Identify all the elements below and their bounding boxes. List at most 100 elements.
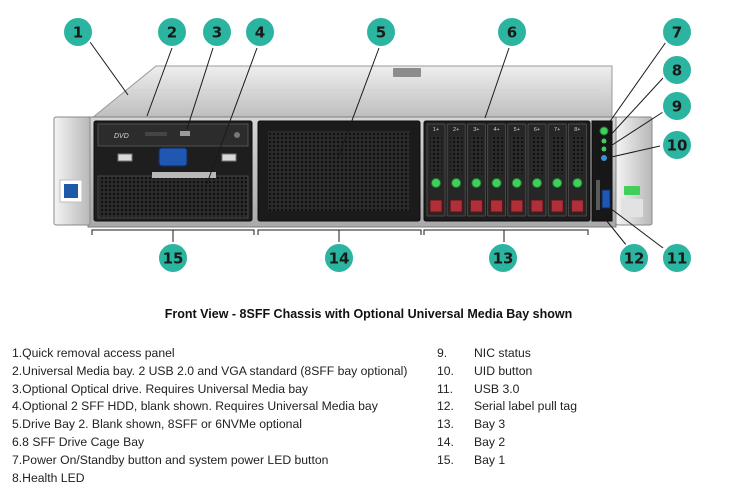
callout-circle: [618, 242, 650, 274]
sff-drive-slot[interactable]: 5+: [507, 123, 527, 217]
usb2-port-right: [221, 153, 237, 162]
sff-drive-slot[interactable]: 8+: [567, 123, 587, 217]
drive-mesh: [571, 136, 584, 174]
sff-drive-slot[interactable]: 2+: [446, 123, 466, 217]
callout-11: 11: [661, 242, 693, 274]
callout-number: 12: [624, 250, 645, 268]
legend-text: Bay 1: [474, 452, 506, 467]
callout-13: 13: [487, 242, 519, 274]
legend-number: 6.: [12, 434, 23, 449]
legend-item: 4.Optional 2 SFF HDD, blank shown. Requi…: [12, 398, 432, 416]
sff-drive-slot[interactable]: 4+: [487, 123, 507, 217]
callout-number: 14: [329, 250, 350, 268]
callout-number: 13: [493, 250, 514, 268]
legend-text: UID button: [474, 363, 533, 378]
drive-release-button[interactable]: [530, 199, 544, 213]
callout-number: 7: [672, 24, 682, 42]
callout-circle: [661, 90, 693, 122]
drive-status-led: [552, 178, 563, 188]
drive-mesh: [510, 136, 523, 174]
callout-circle: [365, 16, 397, 48]
drive-bay-number: 6+: [534, 127, 540, 133]
drive-mesh: [450, 136, 463, 174]
vga-port: [158, 147, 188, 167]
callout-circle: [62, 16, 94, 48]
callout-circle: [487, 242, 519, 274]
callout-circle: [156, 16, 188, 48]
optical-drive-dvd-label: DVD: [114, 133, 129, 140]
nic-status-led: [601, 146, 607, 152]
drive-release-button[interactable]: [429, 199, 443, 213]
usb3-port[interactable]: [601, 189, 611, 209]
drive-release-button[interactable]: [550, 199, 564, 213]
callout-6: 6: [496, 16, 528, 48]
legend-item: 9.NIC status: [437, 345, 737, 363]
callout-circle: [157, 242, 189, 274]
legend-text: Drive Bay 2. Blank shown, 8SFF or 6NVMe …: [22, 417, 302, 432]
drive-release-button[interactable]: [570, 199, 584, 213]
serial-label-pull-tag[interactable]: [596, 180, 600, 210]
legend-text: Bay 3: [474, 417, 506, 432]
drive-bay-number: 5+: [514, 127, 520, 133]
drive-bay-number: 7+: [554, 127, 560, 133]
drive-release-button[interactable]: [449, 199, 463, 213]
callout-number: 4: [255, 24, 265, 42]
drive-mesh: [490, 136, 503, 174]
legend-number: 8.: [12, 470, 23, 485]
legend-text: USB 3.0: [474, 381, 520, 396]
drive-status-led: [431, 178, 441, 188]
drive-release-button[interactable]: [469, 199, 483, 213]
callout-number: 2: [167, 24, 177, 42]
legend-text: Bay 2: [474, 434, 506, 449]
legend-item: 1.Quick removal access panel: [12, 345, 432, 363]
legend-number: 2.: [12, 363, 23, 378]
sff-drive-slot[interactable]: 6+: [527, 123, 547, 217]
legend-text: NIC status: [474, 346, 531, 360]
callout-9: 9: [661, 90, 693, 122]
legend-text: Quick removal access panel: [22, 346, 175, 360]
sff-drive-slot[interactable]: 7+: [547, 123, 567, 217]
drive-status-led: [471, 178, 482, 188]
usb2-port-left: [117, 153, 133, 162]
legend-text: Serial label pull tag: [474, 399, 577, 414]
drive-mesh: [531, 136, 543, 174]
uid-button[interactable]: [601, 155, 607, 161]
right-ear-hpe-badge: [624, 186, 640, 195]
callout-number: 15: [163, 250, 184, 268]
sff-hdd-blank: [97, 175, 249, 219]
drive-mesh: [430, 136, 442, 174]
legend-number: 5.: [12, 417, 23, 432]
sff-drive-slots: 1+2+ 3+ 4+ 5+ 6+ 7+ 8+: [426, 123, 587, 217]
legend-item: 3.Optional Optical drive. Requires Unive…: [12, 381, 432, 399]
legend-number: 13.: [437, 417, 454, 432]
legend-text: Health LED: [22, 470, 85, 485]
right-rack-ear: [615, 116, 653, 226]
legend-number: 1.: [12, 346, 23, 360]
callout-5: 5: [365, 16, 397, 48]
power-button-led[interactable]: [599, 126, 609, 136]
legend-left: 1.Quick removal access panel 2.Universal…: [12, 345, 432, 487]
drive-release-button[interactable]: [510, 199, 524, 213]
legend-item: 6.8 SFF Drive Cage Bay: [12, 434, 432, 452]
sff-drive-slot[interactable]: 3+: [466, 123, 486, 217]
legend-number: 4.: [12, 399, 23, 414]
callout-number: 10: [667, 137, 688, 155]
callout-8: 8: [661, 54, 693, 86]
legend-text: Power On/Standby button and system power…: [22, 452, 329, 467]
callout-number: 5: [376, 24, 386, 42]
drive-release-button[interactable]: [490, 199, 504, 213]
sff-drive-slot[interactable]: 1+: [426, 123, 446, 217]
legend-number: 14.: [437, 434, 454, 449]
drive-status-led: [451, 178, 462, 188]
drive-bay-number: 3+: [473, 127, 479, 133]
callout-3: 3: [201, 16, 233, 48]
health-led: [601, 138, 607, 144]
callout-2: 2: [156, 16, 188, 48]
legend-text: Optional 2 SFF HDD, blank shown. Require…: [22, 399, 378, 414]
callout-1: 1: [62, 16, 94, 48]
legend-text: 8 SFF Drive Cage Bay: [22, 434, 145, 449]
callout-circle: [661, 54, 693, 86]
figure-caption: Front View - 8SFF Chassis with Optional …: [164, 307, 573, 321]
callout-circle: [201, 16, 233, 48]
